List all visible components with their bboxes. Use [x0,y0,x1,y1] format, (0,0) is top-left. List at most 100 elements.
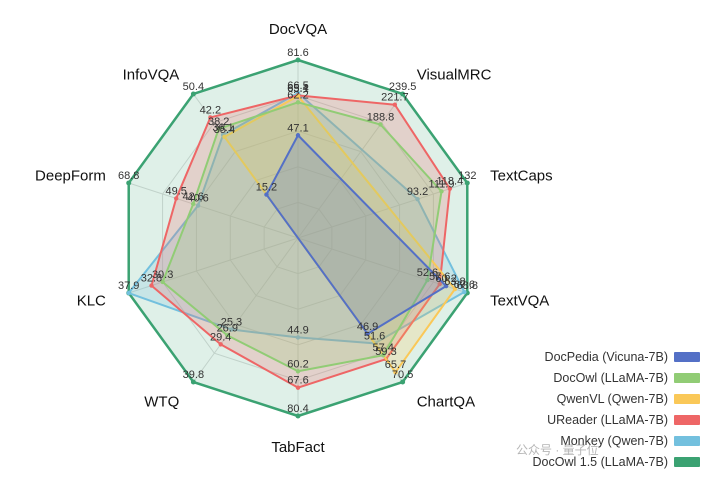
tick-label: 26.9 [217,322,238,334]
data-point [295,100,301,105]
tick-label: 57.4 [372,342,393,354]
legend-label: QwenVL (Qwen-7B) [556,391,668,406]
axis-label-wtq: WTQ [144,393,179,410]
tick-label: 51.6 [364,330,385,342]
legend-label: DocOwl (LLaMA-7B) [553,370,668,385]
data-point [415,196,420,202]
tick-label: 81.6 [287,47,308,59]
axis-label-chartqa: ChartQA [417,393,475,410]
tick-label: 50.4 [183,81,204,93]
data-point [216,126,221,132]
data-point [190,201,196,207]
tick-labels: 81.666.565.465.162.247.1239.5221.7188.81… [118,47,478,415]
tick-label: 111.9 [429,178,455,190]
data-point [222,134,227,140]
legend-item-monkey-qwen-7b: Monkey (Qwen-7B) [494,430,700,451]
series-area [127,91,466,345]
tick-label: 239.5 [389,81,417,93]
tick-label: 65.4 [287,82,308,94]
tick-label: 52.6 [417,267,438,279]
data-point [295,133,301,138]
axis-label-textvqa: TextVQA [490,292,549,309]
legend-label: DocPedia (Vicuna-7B) [544,349,668,364]
data-point [393,370,398,375]
tick-label: 47.1 [287,122,308,134]
data-point [225,333,230,338]
tick-label: 38.2 [208,116,229,128]
tick-label: 35.4 [214,124,235,136]
data-point [462,289,467,295]
data-point [464,180,470,186]
tick-label: 59.3 [375,346,396,358]
data-point [218,342,223,347]
tick-label: 40.6 [187,193,208,205]
tick-label: 42.6 [182,191,203,203]
tick-label: 39.8 [183,369,204,381]
axis-label-textcaps: TextCaps [490,168,553,185]
tick-label: 46.9 [357,321,378,333]
tick-label: 15.2 [256,182,277,194]
tick-label: 63.8 [444,276,465,288]
legend-swatch [674,456,700,467]
axis-label-infovqa: InfoVQA [123,67,180,84]
data-point [195,203,201,208]
legend-label: Monkey (Qwen-7B) [560,433,668,448]
data-point [378,122,383,127]
tick-label: 60.2 [287,358,308,370]
tick-label: 132 [458,170,476,182]
data-point [452,286,458,292]
data-point [295,335,301,340]
axis-labels: DocVQAVisualMRCTextCapsTextVQAChartQATab… [35,21,553,456]
tick-label: 60.2 [435,273,456,285]
legend-item-qwenvl-qwen-7b: QwenVL (Qwen-7B) [494,388,700,409]
legend-item-docowl-llama-7b: DocOwl (LLaMA-7B) [494,367,700,388]
legend-swatch [674,393,700,404]
tick-label: 32.8 [141,273,162,285]
legend-label: DocOwl 1.5 (LLaMA-7B) [532,454,668,469]
data-point [295,369,301,374]
grid-spoke [297,93,404,239]
tick-label: 42.2 [200,104,221,116]
tick-label: 68.8 [118,170,139,182]
data-point [365,331,370,336]
tick-label: 36.1 [212,122,233,134]
data-point [392,102,398,107]
data-point [295,385,301,390]
data-point [229,327,234,332]
data-point [295,93,301,99]
data-point [149,283,154,288]
tick-label: 80.4 [287,403,308,415]
data-point [400,91,406,97]
tick-label: 44.9 [287,324,308,336]
legend-item-ureader-llama-7b: UReader (LLaMA-7B) [494,409,700,430]
data-point [295,413,301,419]
data-point [126,180,132,186]
data-point [160,279,165,285]
legend-swatch [674,414,700,425]
series-docpedia-vicuna-7b [264,133,449,336]
data-point [437,281,442,287]
legend-swatch [674,372,700,383]
tick-label: 29.4 [210,331,231,343]
axis-label-klc: KLC [77,292,106,309]
grid-spoke [192,237,299,383]
tick-label: 221.7 [381,92,409,104]
data-point [190,91,196,97]
data-point [174,196,179,201]
data-point [425,277,430,283]
tick-label: 25.3 [221,317,242,329]
tick-label: 67.6 [454,279,475,291]
legend-label: UReader (LLaMA-7B) [547,412,668,427]
grid-spoke [297,182,468,239]
legend-swatch [674,351,700,362]
data-point [380,353,386,358]
tick-label: 188.8 [367,111,395,123]
tick-label: 30.3 [152,269,173,281]
legend-swatch [674,435,700,446]
tick-label: 93.2 [407,186,428,198]
axis-label-deepform: DeepForm [35,168,106,185]
tick-label: 66.5 [287,80,308,92]
tick-label: 57.6 [429,271,450,283]
axis-label-visualmrc: VisualMRC [417,67,492,84]
legend-item-docowl-1-5-llama-7b: DocOwl 1.5 (LLaMA-7B) [494,451,700,472]
